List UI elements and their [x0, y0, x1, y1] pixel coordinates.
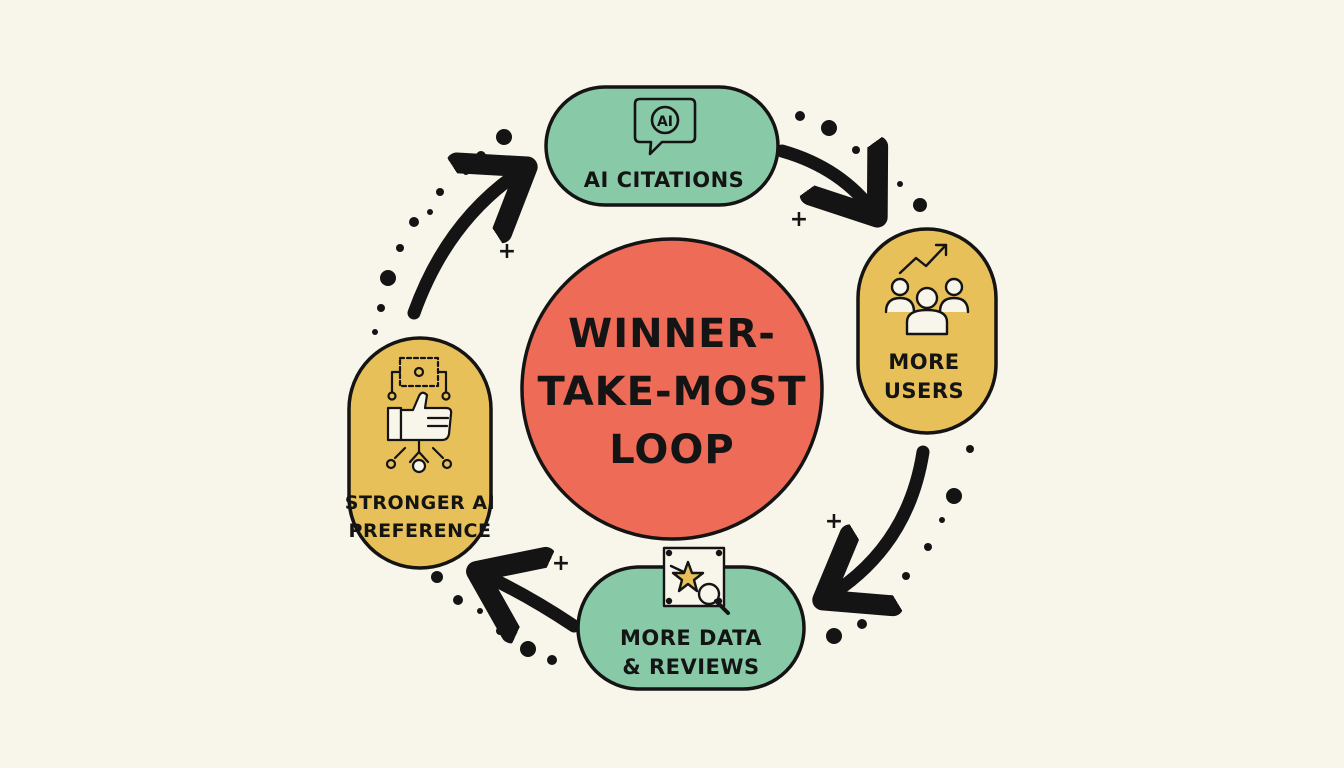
ai-citations-label: AI CITATIONS — [583, 168, 745, 192]
arrow-pref-to-ai — [407, 169, 524, 320]
stronger-pref-line: STRONGER AI — [344, 492, 496, 514]
stronger-pref-label: STRONGER AI PREFERENCE — [340, 490, 500, 545]
plus-sign: + — [825, 509, 843, 534]
more-users-label: MORE USERS — [858, 348, 990, 407]
more-data-label: MORE DATA & REVIEWS — [580, 624, 802, 683]
node-ai-citations — [544, 85, 780, 207]
loop-arrows — [407, 151, 930, 626]
users-growth-icon — [884, 243, 970, 336]
plus-signs: + + + + — [498, 207, 843, 576]
loop-title-line: WINNER- — [568, 311, 776, 357]
ai-chat-bubble-icon: AI — [633, 97, 697, 156]
more-users-line: MORE — [888, 350, 960, 374]
decorative-dots — [372, 111, 974, 665]
loop-title-line: LOOP — [609, 427, 735, 473]
thumbs-up-network-icon — [385, 356, 453, 474]
arrow-data-to-pref — [480, 573, 581, 626]
star-magnifier-icon — [662, 546, 730, 615]
arrow-ai-to-users — [775, 151, 875, 214]
plus-sign: + — [790, 207, 808, 232]
ai-badge-text: AI — [657, 114, 673, 130]
center-circle — [520, 237, 824, 541]
loop-title: WINNER- TAKE-MOST LOOP — [522, 305, 822, 479]
more-data-line: MORE DATA — [619, 626, 763, 650]
stronger-pref-line: PREFERENCE — [348, 519, 492, 542]
more-data-line: & REVIEWS — [622, 655, 760, 680]
more-users-line: USERS — [883, 379, 965, 404]
plus-sign: + — [552, 551, 570, 576]
loop-title-line: TAKE-MOST — [537, 369, 807, 415]
arrow-users-to-data — [826, 445, 930, 598]
plus-sign: + — [498, 239, 516, 264]
